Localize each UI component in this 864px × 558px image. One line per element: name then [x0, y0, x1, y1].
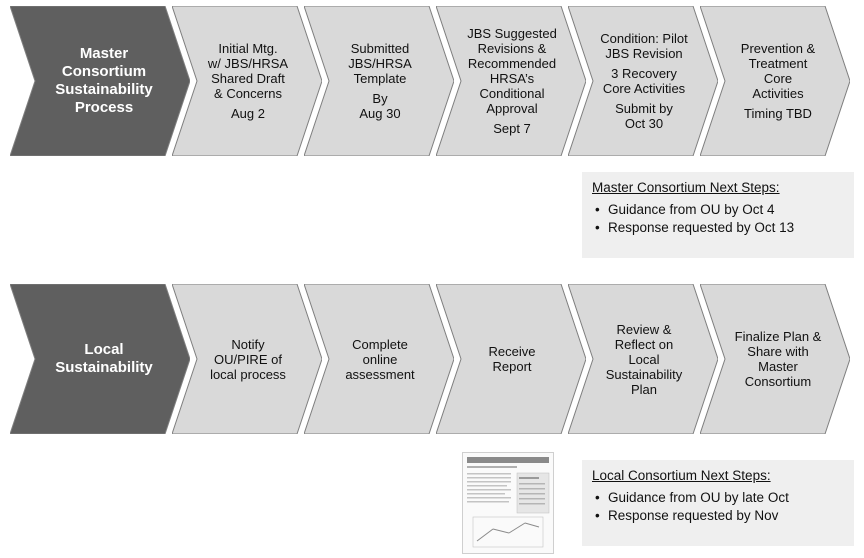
step-text: Core — [763, 71, 793, 86]
local-step-chevron: Review & Reflect on Local Sustainability… — [568, 284, 718, 434]
step-text: Receive — [488, 344, 536, 359]
step-text: Revisions & — [477, 41, 547, 56]
step-text: Consortium — [744, 374, 812, 389]
step-text: w/ JBS/HRSA — [207, 56, 289, 71]
master-next-steps-title: Master Consortium Next Steps: — [592, 180, 780, 195]
step-text: Complete — [352, 336, 408, 352]
step-text: local process — [210, 366, 286, 382]
step-text: JBS Suggested — [467, 26, 557, 41]
step-text: Condition: Pilot — [600, 31, 688, 46]
local-next-steps-title: Local Consortium Next Steps: — [592, 468, 771, 483]
step-text: Finalize Plan & — [734, 329, 822, 344]
step-text: Core Activities — [602, 81, 686, 96]
local-head-chevron: Local Sustainability — [10, 284, 190, 434]
step-date: Aug 2 — [231, 106, 265, 121]
step-text: Master — [758, 359, 798, 374]
step-text: HRSA’s — [489, 71, 535, 86]
step-date: Submit by — [615, 101, 673, 116]
step-text: 3 Recovery — [611, 66, 677, 81]
master-head-line: Sustainability — [55, 81, 153, 98]
step-text: Shared Draft — [211, 71, 285, 86]
step-text: & Concerns — [214, 86, 282, 101]
step-text: Conditional — [479, 86, 545, 101]
master-process-row: Master Consortium Sustainability Process… — [0, 6, 864, 156]
step-text: online — [362, 351, 398, 367]
master-head-line: Master — [79, 45, 129, 62]
step-text: Plan — [630, 381, 658, 397]
step-text: Treatment — [748, 56, 808, 71]
step-text: JBS/HRSA — [348, 56, 412, 71]
local-step-chevron: Complete online assessment — [304, 284, 454, 434]
local-step-chevron: Notify OU/PIRE of local process — [172, 284, 322, 434]
step-date: Aug 30 — [359, 106, 401, 121]
report-thumbnail-icon — [462, 452, 554, 554]
step-text: Submitted — [350, 41, 410, 56]
step-text: Local — [628, 351, 660, 367]
master-step-chevron: Condition: Pilot JBS Revision 3 Recovery… — [568, 6, 718, 156]
step-text: Reflect on — [614, 336, 674, 352]
list-item: Guidance from OU by Oct 4 — [592, 201, 854, 219]
step-date: Sept 7 — [493, 121, 531, 136]
step-date: Timing TBD — [744, 106, 812, 121]
local-process-row: Local Sustainability Notify OU/PIRE of l… — [0, 284, 864, 434]
master-head-line: Process — [74, 99, 134, 116]
step-text: Report — [492, 359, 532, 374]
step-text: Review & — [616, 321, 672, 337]
step-text: Approval — [486, 101, 538, 116]
step-text: Initial Mtg. — [218, 41, 278, 56]
master-step-chevron: Submitted JBS/HRSA Template By Aug 30 — [304, 6, 454, 156]
master-head-line: Consortium — [61, 63, 147, 80]
step-text: Activities — [752, 86, 804, 101]
step-date: Oct 30 — [624, 116, 664, 131]
local-head-line: Sustainability — [55, 359, 153, 376]
list-item: Response requested by Oct 13 — [592, 219, 854, 237]
master-head-chevron: Master Consortium Sustainability Process — [10, 6, 190, 156]
step-text: Share with — [747, 344, 809, 359]
master-next-steps-panel: Master Consortium Next Steps: Guidance f… — [582, 172, 854, 258]
list-item: Response requested by Nov — [592, 507, 854, 525]
step-text: Notify — [231, 336, 265, 352]
local-step-chevron: Finalize Plan & Share with Master Consor… — [700, 284, 850, 434]
list-item: Guidance from OU by late Oct — [592, 489, 854, 507]
master-step-chevron: Initial Mtg. w/ JBS/HRSA Shared Draft & … — [172, 6, 322, 156]
step-text: Prevention & — [740, 41, 816, 56]
local-step-chevron: Receive Report — [436, 284, 586, 434]
local-next-steps-panel: Local Consortium Next Steps: Guidance fr… — [582, 460, 854, 546]
step-text: Sustainability — [605, 366, 683, 382]
step-text: By — [372, 91, 388, 106]
step-text: assessment — [345, 366, 415, 382]
step-text: OU/PIRE of — [214, 351, 282, 367]
local-head-line: Local — [84, 341, 124, 358]
step-text: Recommended — [467, 56, 557, 71]
master-step-chevron: Prevention & Treatment Core Activities T… — [700, 6, 850, 156]
master-step-chevron: JBS Suggested Revisions & Recommended HR… — [436, 6, 586, 156]
step-text: Template — [353, 71, 407, 86]
step-text: JBS Revision — [605, 46, 683, 61]
